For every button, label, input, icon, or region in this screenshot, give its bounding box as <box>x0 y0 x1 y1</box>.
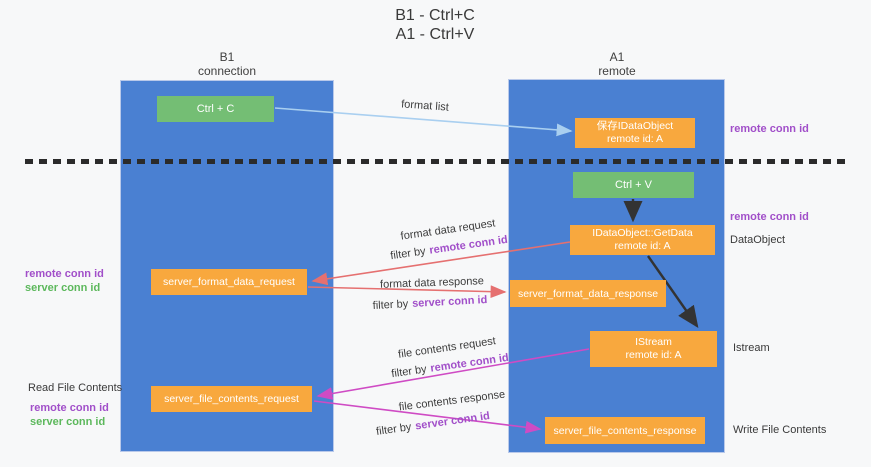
node-getdata-line1: IDataObject::GetData <box>592 227 693 239</box>
diagram-title: B1 - Ctrl+C A1 - Ctrl+V <box>280 6 590 44</box>
filter-by-text: filter by <box>372 298 409 312</box>
copy-paste-separator-line <box>25 159 848 164</box>
annotation-read-file-contents: Read File Contents <box>28 382 123 394</box>
node-server-format-data-request-label: server_format_data_request <box>163 276 295 288</box>
remote-conn-id-key: remote conn id <box>428 233 509 257</box>
annotation-left-remote-conn-id: remote conn id <box>25 268 104 280</box>
node-save-idataobject-line2: remote id: A <box>606 133 664 145</box>
node-server-file-contents-request-label: server_file_contents_request <box>164 393 299 405</box>
annotation-remote-conn-id-mid: remote conn id <box>730 211 809 223</box>
annotation-left-server-conn-id-2: server conn id <box>30 416 106 428</box>
diagram-title-line1: B1 - Ctrl+C <box>395 7 475 24</box>
node-save-idataobject-line1: 保存IDataObject <box>596 120 674 132</box>
node-getdata-line2: remote id: A <box>614 240 671 252</box>
node-server-file-contents-response-label: server_file_contents_response <box>553 424 697 437</box>
filter-by-text: filter by <box>375 421 413 438</box>
annotation-istream: Istream <box>733 342 770 354</box>
node-ctrl-c: Ctrl + C <box>157 96 274 122</box>
lane-header-a1: A1 remote <box>547 50 687 78</box>
node-idataobject-getdata: IDataObject::GetData remote id: A <box>570 225 715 255</box>
node-ctrl-c-label: Ctrl + C <box>196 103 235 115</box>
node-istream-line2: remote id: A <box>625 349 682 361</box>
node-istream: IStream remote id: A <box>590 331 717 367</box>
node-server-format-data-request: server_format_data_request <box>151 269 307 295</box>
server-conn-id-key: server conn id <box>411 294 488 310</box>
annotation-remote-conn-id-top: remote conn id <box>730 123 809 135</box>
filter-by-text: filter by <box>389 245 427 263</box>
annotation-dataobject: DataObject <box>730 234 786 246</box>
node-save-idataobject: 保存IDataObject remote id: A <box>575 118 695 148</box>
lane-a1-title: A1 <box>609 50 625 64</box>
node-server-format-data-response-label: server_format_data_response <box>517 287 659 300</box>
label-file-contents-response: file contents response <box>398 388 506 414</box>
server-conn-id-key: server conn id <box>414 410 491 433</box>
node-ctrl-v-label: Ctrl + V <box>615 179 652 191</box>
node-server-file-contents-request: server_file_contents_request <box>151 386 312 412</box>
filter-by-text: filter by <box>390 363 428 381</box>
annotation-write-file-contents: Write File Contents <box>733 424 827 436</box>
annotation-left-remote-conn-id-2: remote conn id <box>30 402 109 414</box>
node-istream-line1: IStream <box>635 336 672 348</box>
annotation-left-server-conn-id: server conn id <box>25 282 101 294</box>
remote-conn-id-key: remote conn id <box>429 351 510 375</box>
lane-b1-title: B1 <box>219 50 235 64</box>
lane-a1-subtitle: remote <box>598 64 636 78</box>
label-format-list: format list <box>400 98 450 114</box>
lane-b1-subtitle: connection <box>197 64 257 78</box>
lane-header-b1: B1 connection <box>157 50 297 78</box>
label-format-data-response: format data response <box>379 275 485 291</box>
node-ctrl-v: Ctrl + V <box>573 172 694 198</box>
diagram-title-line2: A1 - Ctrl+V <box>395 26 475 43</box>
node-server-format-data-response: server_format_data_response <box>510 280 666 307</box>
node-server-file-contents-response: server_file_contents_response <box>545 417 705 444</box>
